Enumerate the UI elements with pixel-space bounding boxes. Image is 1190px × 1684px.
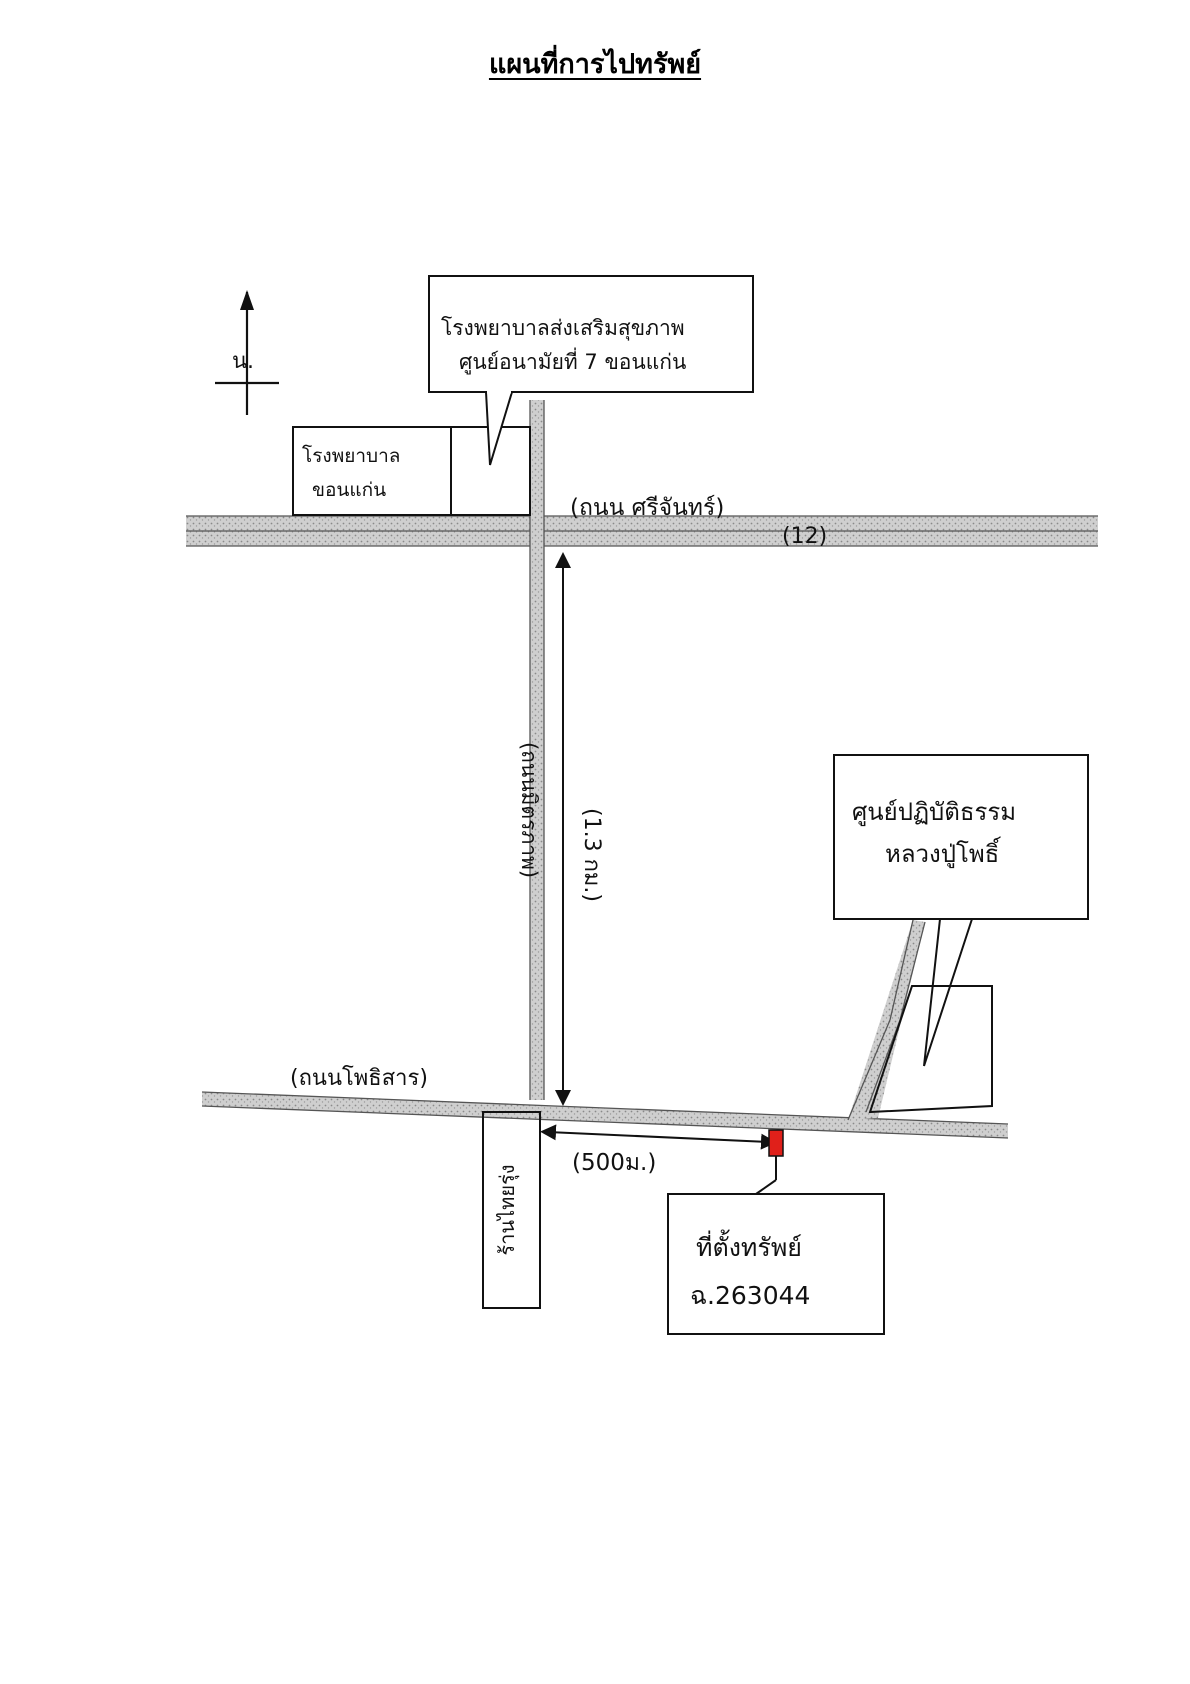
property-callout: [667, 1193, 885, 1335]
thai-rung-shop-box: [482, 1111, 541, 1309]
compass-north-label: น.: [232, 349, 254, 374]
mittraphap-road: [530, 400, 544, 1100]
health-center-label-2: ศูนย์อนามัยที่ 7 ขอนแก่น: [459, 347, 686, 375]
mittraphap-road-label: (ถนนมิตรภาพ): [517, 742, 541, 878]
map-title: แผนที่การไปทรัพย์: [488, 49, 702, 80]
thai-rung-shop-label: ร้านไทยรุ่ง: [495, 1164, 520, 1255]
property-distance-label: (500ม.): [572, 1150, 656, 1176]
khon-kaen-hospital-label-2: ขอนแก่น: [312, 479, 386, 501]
khon-kaen-hospital-box: [292, 426, 452, 516]
dharma-center-label-1: ศูนย์ปฏิบัติธรรม: [852, 798, 1016, 827]
dharma-center-lane: [848, 920, 925, 1120]
health-center-label-1: โรงพยาบาลส่งเสริมสุขภาพ: [441, 316, 685, 341]
dharma-center-callout: [833, 754, 1089, 920]
pho-san-road: [202, 1092, 1008, 1138]
health-center-callout: [428, 275, 754, 393]
property-label-1: ที่ตั้งทรัพย์: [696, 1229, 802, 1262]
pho-san-road-label: (ถนนโพธิสาร): [290, 1065, 428, 1091]
property-distance-arrow: [540, 1124, 777, 1150]
north-compass-icon: [215, 290, 279, 415]
property-marker: [768, 1129, 784, 1157]
north-south-distance-label: (1.3 กม.): [579, 808, 604, 902]
sri-chan-road-label: (ถนน ศรีจันทร์): [570, 494, 724, 521]
route-number-label: (12): [782, 524, 827, 549]
property-label-2: ฉ.263044: [690, 1281, 810, 1310]
khon-kaen-hospital-label-1: โรงพยาบาล: [302, 444, 400, 467]
dharma-center-label-2: หลวงปู่โพธิ์: [885, 836, 1002, 869]
dharma-center-parcel: [868, 985, 993, 1114]
